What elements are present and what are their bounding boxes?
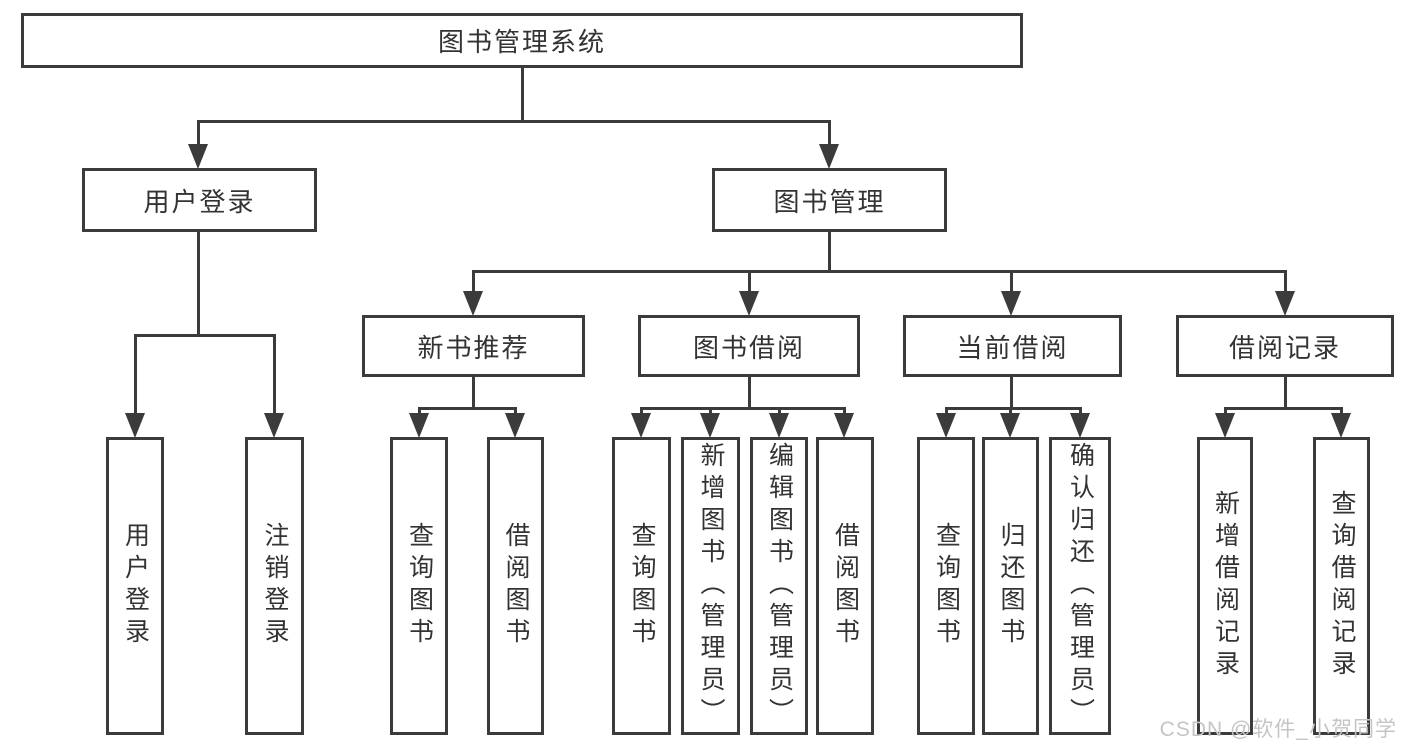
leaf-current-query-books: 查询图书 xyxy=(917,437,975,735)
connector-line xyxy=(273,334,276,416)
connector-line xyxy=(1079,407,1082,417)
arrow-down-icon xyxy=(1001,291,1021,316)
arrow-down-icon xyxy=(188,144,208,169)
connector-line xyxy=(1284,377,1287,410)
connector-line xyxy=(640,407,846,410)
connector-line xyxy=(1009,407,1012,417)
leaf-logout: 注销登录 xyxy=(245,437,304,735)
arrow-down-icon xyxy=(1275,291,1295,316)
leaf-label: 用户登录 xyxy=(121,522,150,650)
leaf-label: 查询借阅记录 xyxy=(1328,490,1356,682)
arrow-down-icon xyxy=(936,413,956,438)
leaf-newbook-borrow-books: 借阅图书 xyxy=(487,437,544,735)
leaf-label: 编辑图书（管理员） xyxy=(765,442,794,730)
leaf-label: 新增借阅记录 xyxy=(1211,490,1240,682)
leaf-label: 借阅图书 xyxy=(502,522,530,650)
node-label: 图书管理系统 xyxy=(437,27,606,57)
arrow-down-icon xyxy=(769,413,789,438)
arrow-down-icon xyxy=(505,413,525,438)
node-label: 当前借阅 xyxy=(956,332,1069,363)
leaf-label: 归还图书 xyxy=(997,522,1025,650)
csdn-watermark: CSDN @软件_小贺同学 xyxy=(1159,718,1397,741)
node-library-management-system: 图书管理系统 xyxy=(21,13,1023,68)
connector-line xyxy=(472,270,1286,273)
connector-line xyxy=(197,120,831,123)
leaf-current-return-books: 归还图书 xyxy=(982,437,1039,735)
leaf-borrow-add-books-admin: 新增图书（管理员） xyxy=(681,437,740,735)
connector-line xyxy=(1224,407,1342,410)
connector-line xyxy=(472,270,475,294)
arrow-down-icon xyxy=(1000,413,1020,438)
node-borrow-records: 借阅记录 xyxy=(1176,315,1394,377)
arrow-down-icon xyxy=(1331,413,1351,438)
leaf-borrow-borrow-books: 借阅图书 xyxy=(816,437,874,735)
node-label: 借阅记录 xyxy=(1228,332,1341,363)
connector-line xyxy=(945,407,948,417)
node-new-book-recommend: 新书推荐 xyxy=(362,315,585,377)
leaf-label: 借阅图书 xyxy=(831,522,860,650)
node-book-borrowing: 图书借阅 xyxy=(638,315,860,377)
leaf-label: 注销登录 xyxy=(261,522,289,650)
connector-line xyxy=(748,270,751,294)
connector-line xyxy=(418,407,517,410)
arrow-down-icon xyxy=(834,413,854,438)
connector-line xyxy=(945,407,1082,410)
leaf-label: 新增图书（管理员） xyxy=(697,442,725,730)
connector-line xyxy=(748,377,751,410)
connector-line xyxy=(1224,407,1227,417)
connector-line xyxy=(828,120,831,147)
leaf-current-confirm-return-admin: 确认归还（管理员） xyxy=(1049,437,1111,735)
arrow-down-icon xyxy=(631,413,651,438)
leaf-user-login: 用户登录 xyxy=(106,437,164,735)
connector-line xyxy=(197,232,200,336)
leaf-borrow-query-books: 查询图书 xyxy=(612,437,671,735)
arrow-down-icon xyxy=(1070,413,1090,438)
node-book-management: 图书管理 xyxy=(712,168,947,232)
connector-line xyxy=(1010,377,1013,410)
leaf-label: 确认归还（管理员） xyxy=(1066,442,1095,730)
leaf-records-add-record: 新增借阅记录 xyxy=(1197,437,1253,735)
arrow-down-icon xyxy=(700,413,720,438)
node-label: 新书推荐 xyxy=(417,332,530,363)
connector-line xyxy=(514,407,517,417)
node-label: 图书管理 xyxy=(773,186,886,217)
connector-line xyxy=(1010,270,1013,294)
connector-line xyxy=(709,407,712,417)
connector-line xyxy=(1284,270,1287,294)
arrow-down-icon xyxy=(409,413,429,438)
arrow-down-icon xyxy=(819,144,839,169)
arrow-down-icon xyxy=(739,291,759,316)
connector-line xyxy=(640,407,643,417)
connector-line xyxy=(134,334,276,337)
leaf-label: 查询图书 xyxy=(628,522,656,650)
connector-line xyxy=(197,120,200,147)
connector-line xyxy=(521,68,524,122)
connector-line xyxy=(778,407,781,417)
node-label: 图书借阅 xyxy=(692,332,805,363)
leaf-records-query-record: 查询借阅记录 xyxy=(1313,437,1370,735)
connector-line xyxy=(1340,407,1343,417)
connector-line xyxy=(134,334,137,416)
arrow-down-icon xyxy=(264,413,284,438)
node-user-login: 用户登录 xyxy=(82,168,317,232)
connector-line xyxy=(472,377,475,410)
node-current-borrowing: 当前借阅 xyxy=(903,315,1122,377)
connector-line xyxy=(418,407,421,417)
leaf-borrow-edit-books-admin: 编辑图书（管理员） xyxy=(750,437,808,735)
leaf-label: 查询图书 xyxy=(405,522,434,650)
arrow-down-icon xyxy=(1215,413,1235,438)
leaf-newbook-query-books: 查询图书 xyxy=(390,437,448,735)
arrow-down-icon xyxy=(125,413,145,438)
connector-line xyxy=(828,232,831,272)
connector-line xyxy=(843,407,846,417)
node-label: 用户登录 xyxy=(143,186,256,217)
arrow-down-icon xyxy=(463,291,483,316)
leaf-label: 查询图书 xyxy=(932,522,961,650)
